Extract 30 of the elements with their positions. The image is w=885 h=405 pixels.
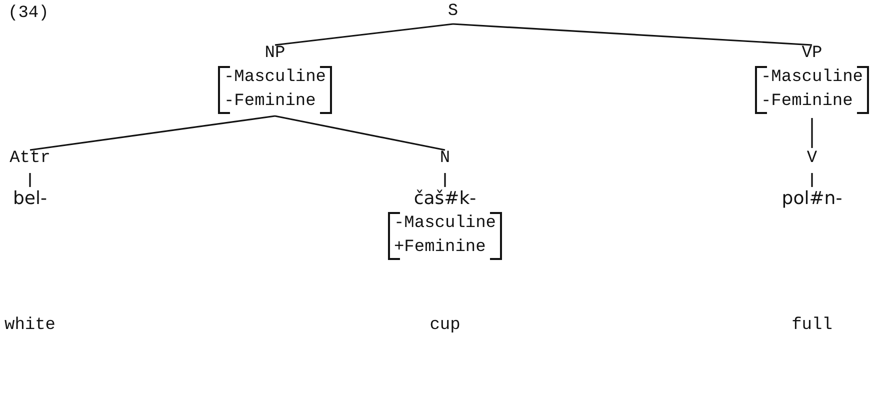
- feature-value: -Masculine: [224, 67, 326, 89]
- branch-line: [444, 173, 446, 187]
- tree-node: [218, 44, 332, 114]
- example-number: (34): [8, 4, 49, 24]
- category-label: VP: [802, 44, 822, 64]
- category-label: NP: [264, 44, 286, 64]
- feature-value: -Masculine: [394, 213, 496, 235]
- branch-line: [274, 115, 446, 151]
- category-label: V: [806, 149, 818, 169]
- branch-line: [811, 173, 813, 187]
- morpheme: bel-: [13, 188, 47, 210]
- category-label: S: [448, 2, 458, 22]
- category-label: N: [440, 149, 450, 169]
- morpheme: čaš#k-: [414, 188, 476, 210]
- feature-value: -Feminine: [760, 91, 854, 113]
- morpheme: pol#n-: [782, 188, 842, 210]
- feature-value: -Feminine: [224, 91, 317, 113]
- gloss: white: [4, 316, 56, 336]
- feature-value: -Masculine: [760, 67, 864, 89]
- branch-line: [29, 173, 31, 187]
- tree-node: [754, 44, 870, 114]
- category-label: Attr: [10, 149, 50, 169]
- branch-line: [274, 23, 454, 46]
- branch-line: [452, 23, 812, 46]
- branch-line: [30, 115, 276, 151]
- gloss: cup: [430, 316, 460, 336]
- branch-line: [811, 118, 813, 148]
- tree-node: [388, 188, 502, 260]
- feature-value: +Feminine: [394, 237, 487, 259]
- gloss: full: [792, 316, 832, 336]
